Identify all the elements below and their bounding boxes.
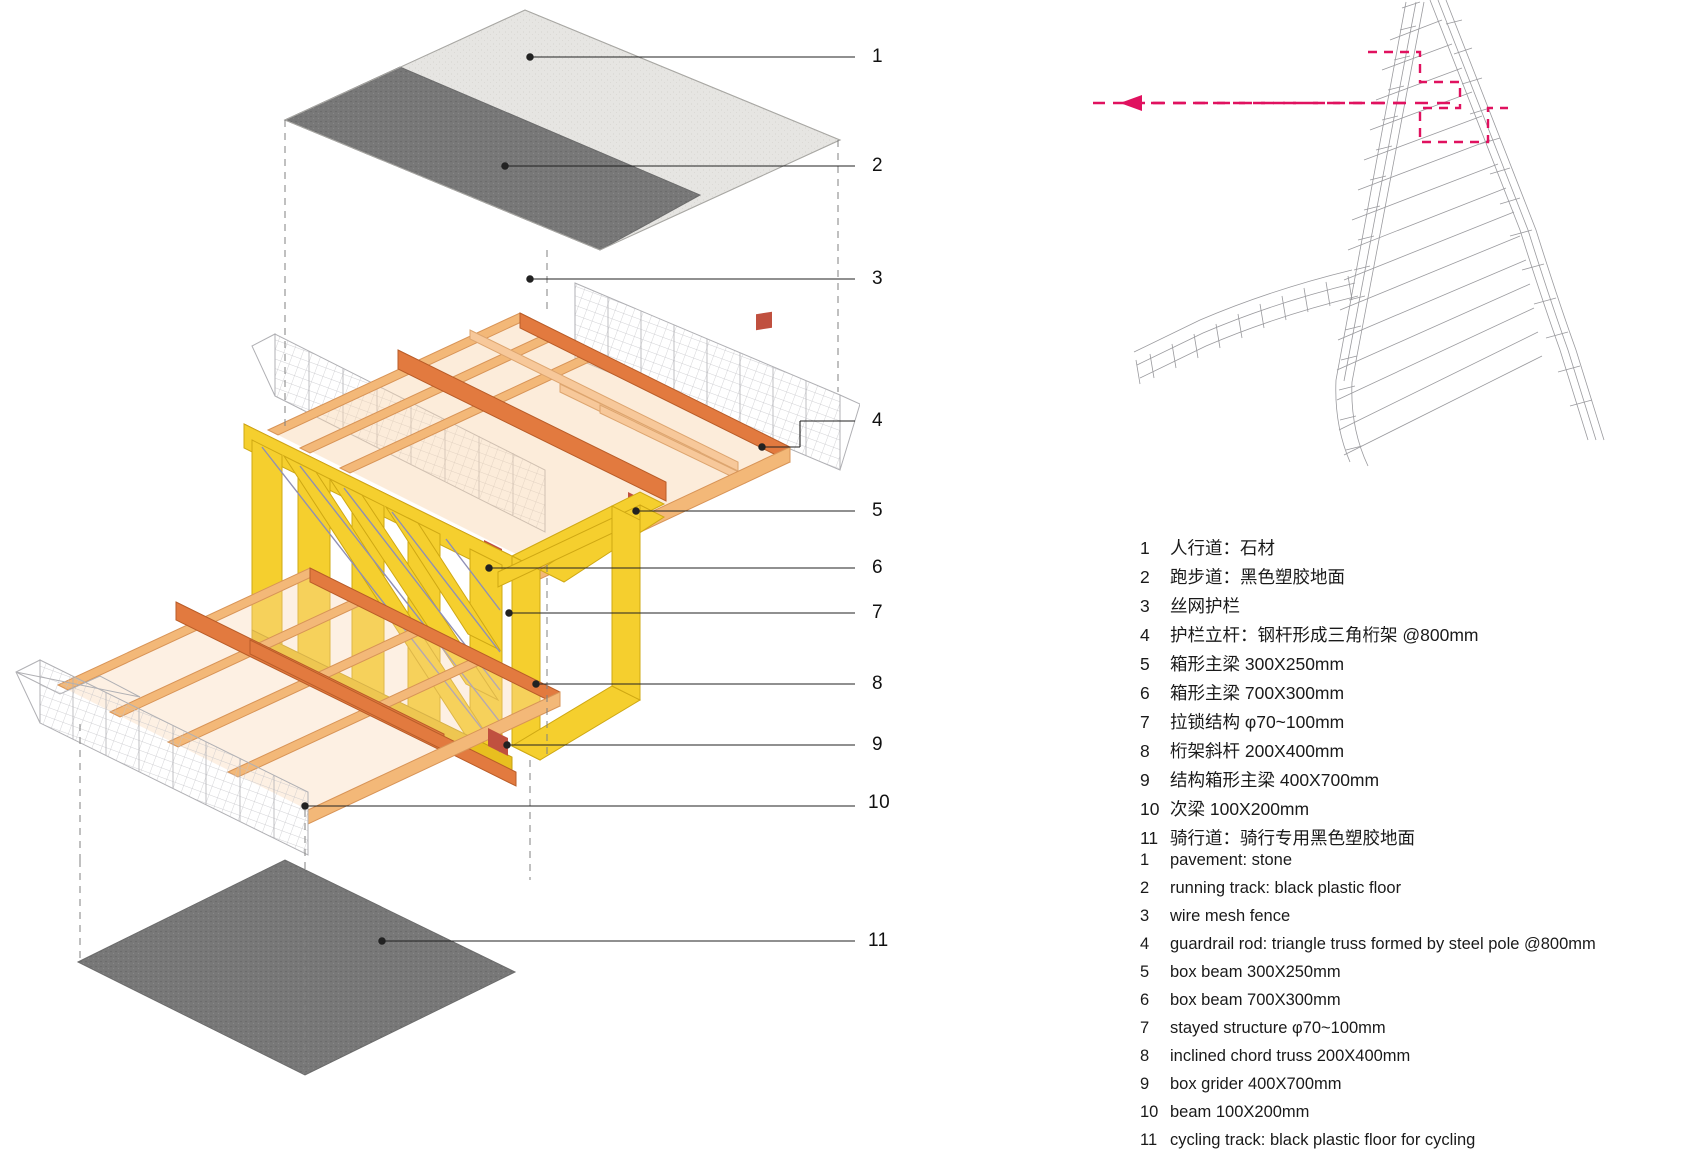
- legend-en-item: 11 cycling track: black plastic floor fo…: [1140, 1128, 1680, 1153]
- callout-number-6: 6: [872, 557, 884, 578]
- legend-cn-text: 箱形主梁 700X300mm: [1170, 683, 1345, 703]
- legend-en-item: 9 box grider 400X700mm: [1140, 1072, 1680, 1097]
- legend-cn-index: 8: [1140, 741, 1150, 761]
- legend-en-text: pavement: stone: [1170, 851, 1292, 869]
- legend-cn-index: 2: [1140, 567, 1150, 587]
- legend-english: 1 pavement: stone 2 running track: black…: [1140, 848, 1680, 1156]
- legend-cn-index: 5: [1140, 654, 1150, 674]
- legend-cn-index: 6: [1140, 683, 1150, 703]
- callout-number-8: 8: [872, 673, 884, 694]
- legend-en-item: 4 guardrail rod: triangle truss formed b…: [1140, 932, 1680, 957]
- callout-number-1: 1: [872, 46, 884, 67]
- key-plan-arrow-shaft: [1120, 85, 1450, 125]
- callout-number-10: 10: [868, 792, 891, 813]
- legend-en-text: guardrail rod: triangle truss formed by …: [1170, 935, 1596, 953]
- legend-cn-text: 骑行道：骑行专用黑色塑胶地面: [1170, 828, 1415, 848]
- key-plan-svg: [1090, 0, 1605, 467]
- legend-en-text: box grider 400X700mm: [1170, 1075, 1342, 1093]
- legend-en-index: 4: [1140, 935, 1150, 953]
- legend-cn-text: 跑步道：黑色塑胶地面: [1170, 567, 1345, 587]
- legend-en-item: 2 running track: black plastic floor: [1140, 876, 1680, 901]
- legend-cn-index: 1: [1140, 538, 1150, 558]
- legend-cn-index: 10: [1140, 799, 1160, 819]
- legend-cn-text: 桁架斜杆 200X400mm: [1170, 741, 1345, 761]
- legend-cn-item: 9 结构箱形主梁 400X700mm: [1140, 767, 1660, 793]
- legend-cn-item: 1 人行道：石材: [1140, 535, 1660, 561]
- legend-en-text: cycling track: black plastic floor for c…: [1170, 1131, 1476, 1149]
- key-plan: [1090, 0, 1700, 500]
- legend-cn-index: 3: [1140, 596, 1150, 616]
- legend-cn-index: 9: [1140, 770, 1150, 790]
- legend-cn-index: 7: [1140, 712, 1150, 732]
- legend-en-text: running track: black plastic floor: [1170, 879, 1402, 897]
- legend-en-index: 8: [1140, 1047, 1150, 1065]
- legend-en-index: 7: [1140, 1019, 1150, 1037]
- legend-en-index: 11: [1140, 1131, 1158, 1149]
- legend-cn-item: 7 拉锁结构 φ70~100mm: [1140, 709, 1660, 735]
- legend-en-index: 10: [1140, 1103, 1159, 1121]
- callout-number-3: 3: [872, 268, 884, 289]
- legend-en-text: stayed structure φ70~100mm: [1170, 1019, 1386, 1037]
- legend-cn-text: 人行道：石材: [1170, 538, 1275, 558]
- legend-cn-item: 2 跑步道：黑色塑胶地面: [1140, 564, 1660, 590]
- legend-en-item: 10 beam 100X200mm: [1140, 1100, 1680, 1125]
- legend-en-index: 3: [1140, 907, 1150, 925]
- legend-cn-index: 4: [1140, 625, 1150, 645]
- callout-number-4: 4: [872, 410, 884, 431]
- legend-en-index: 9: [1140, 1075, 1150, 1093]
- legend-en-item: 3 wire mesh fence: [1140, 904, 1680, 929]
- legend-en-item: 8 inclined chord truss 200X400mm: [1140, 1044, 1680, 1069]
- legend-cn-item: 11 骑行道：骑行专用黑色塑胶地面: [1140, 825, 1660, 851]
- legend-en-index: 2: [1140, 879, 1150, 897]
- legend-cn-item: 10 次梁 100X200mm: [1140, 796, 1660, 822]
- legend-cn-item: 4 护栏立杆：钢杆形成三角桁架 @800mm: [1140, 622, 1660, 648]
- legend-en-index: 6: [1140, 991, 1150, 1009]
- legend-cn-item: 6 箱形主梁 700X300mm: [1140, 680, 1660, 706]
- legend-en-text: inclined chord truss 200X400mm: [1170, 1047, 1411, 1065]
- legend-cn-text: 护栏立杆：钢杆形成三角桁架 @800mm: [1170, 625, 1479, 645]
- legend-cn-text: 丝网护栏: [1170, 596, 1240, 616]
- callout-number-9: 9: [872, 734, 884, 755]
- legend-cn-text: 次梁 100X200mm: [1170, 799, 1310, 819]
- legend-cn-index: 11: [1140, 828, 1159, 848]
- callout-number-5: 5: [872, 500, 884, 521]
- legend-en-item: 6 box beam 700X300mm: [1140, 988, 1680, 1013]
- callout-lines-svg: [301, 53, 855, 945]
- legend-cn-item: 3 丝网护栏: [1140, 593, 1660, 619]
- legend-en-item: 7 stayed structure φ70~100mm: [1140, 1016, 1680, 1041]
- legend-en-text: beam 100X200mm: [1170, 1103, 1310, 1121]
- legend-en-text: box beam 700X300mm: [1170, 991, 1341, 1009]
- legend-cn-text: 结构箱形主梁 400X700mm: [1170, 770, 1380, 790]
- legend-en-text: box beam 300X250mm: [1170, 963, 1341, 981]
- legend-en-index: 5: [1140, 963, 1150, 981]
- legend-en-item: 1 pavement: stone: [1140, 848, 1680, 873]
- legend-chinese: 1 人行道：石材 2 跑步道：黑色塑胶地面 3 丝网护栏 4 护栏立杆：钢杆形成…: [1140, 535, 1660, 854]
- callout-layer: [301, 53, 855, 945]
- legend-en-index: 1: [1140, 851, 1150, 869]
- callout-number-11: 11: [868, 930, 889, 951]
- arrow-svg: [1120, 95, 1450, 111]
- legend-cn-item: 8 桁架斜杆 200X400mm: [1140, 738, 1660, 764]
- key-plan-highlight: [1368, 50, 1508, 144]
- legend-en-text: wire mesh fence: [1170, 907, 1291, 925]
- legend-cn-item: 5 箱形主梁 300X250mm: [1140, 651, 1660, 677]
- legend-cn-text: 箱形主梁 300X250mm: [1170, 654, 1345, 674]
- callout-number-2: 2: [872, 155, 884, 176]
- legend-cn-text: 拉锁结构 φ70~100mm: [1170, 712, 1345, 732]
- callout-number-7: 7: [872, 602, 884, 623]
- legend-en-item: 5 box beam 300X250mm: [1140, 960, 1680, 985]
